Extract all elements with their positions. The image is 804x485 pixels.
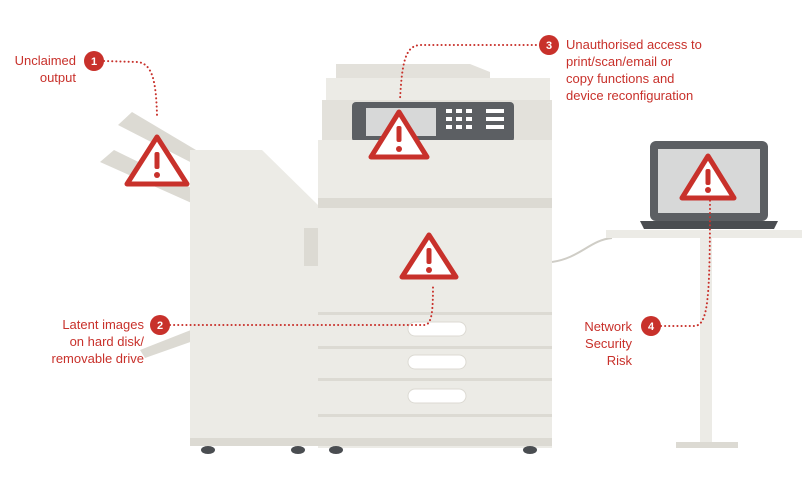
leader-line-2 xyxy=(169,284,434,326)
callout-label-line: Network xyxy=(584,319,632,334)
callout-label-line: Unclaimed xyxy=(14,53,76,68)
warning-triangle-icon xyxy=(399,232,459,280)
callout-label-line: output xyxy=(39,70,76,85)
callout-label-line: print/scan/email or xyxy=(566,54,673,69)
callout-label-line: on hard disk/ xyxy=(69,334,144,349)
copier-main-unit xyxy=(318,64,613,454)
callout-label-line: copy functions and xyxy=(566,71,675,86)
callout-label-4: Network Security Risk xyxy=(560,318,632,369)
leader-line-4 xyxy=(660,199,711,327)
callout-badge-2: 2 xyxy=(150,315,170,335)
callout-badge-1: 1 xyxy=(84,51,104,71)
callout-label-line: removable drive xyxy=(51,351,145,366)
callout-label-line: Unauthorised access to xyxy=(566,37,702,52)
leader-line-1 xyxy=(103,60,158,116)
callout-label-line: device reconfiguration xyxy=(566,88,694,103)
svg-text:2: 2 xyxy=(157,320,163,332)
warning-triangle-icon xyxy=(124,134,190,187)
callout-badge-4: 4 xyxy=(641,316,661,336)
warning-triangle-icon xyxy=(368,109,430,160)
callout-label-1: Unclaimed output xyxy=(0,52,76,86)
leader-lines xyxy=(103,44,711,327)
callout-label-2: Latent images on hard disk/ removable dr… xyxy=(30,316,145,367)
callout-label-line: Security xyxy=(585,336,632,351)
svg-text:1: 1 xyxy=(91,56,97,68)
finisher-unit xyxy=(190,150,318,454)
desk xyxy=(606,230,802,448)
svg-text:4: 4 xyxy=(648,321,655,333)
callout-label-line: Risk xyxy=(606,353,632,368)
callout-badge-3: 3 xyxy=(539,35,559,55)
callout-label-line: Latent images xyxy=(62,317,144,332)
warning-triangle-icon xyxy=(679,153,737,201)
callout-label-3: Unauthorised access to print/scan/email … xyxy=(566,36,736,104)
svg-text:3: 3 xyxy=(546,40,552,52)
